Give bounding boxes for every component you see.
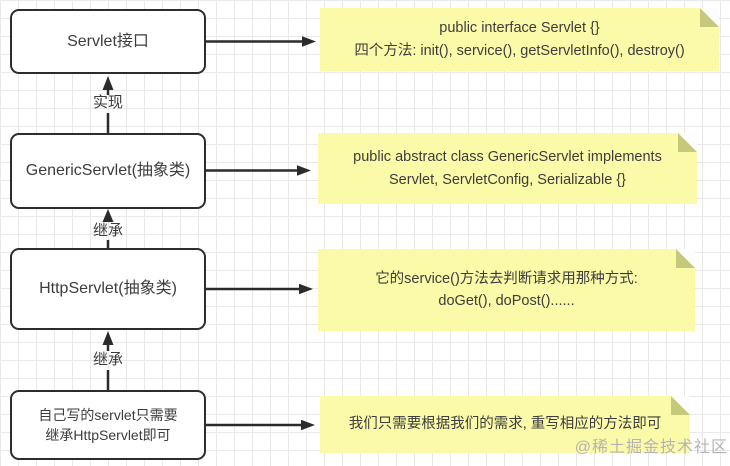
arrow-servlet-to-note — [206, 36, 316, 47]
sticky-note-text: 我们只需要根据我们的需求, 重写相应的方法即可 — [348, 416, 662, 433]
class-box-http-servlet: HttpServlet(抽象类) — [10, 248, 206, 330]
class-box-custom-servlet: 自己写的servlet只需要 继承HttpServlet即可 — [10, 390, 206, 460]
arrow-genericservlet-to-note — [206, 165, 311, 176]
watermark: @稀土掘金技术社区 — [574, 439, 728, 456]
class-box-generic-servlet: GenericServlet(抽象类) — [10, 133, 206, 209]
class-box-servlet-interface: Servlet接口 — [10, 9, 206, 74]
edge-label-implements: 实现 — [92, 94, 123, 111]
arrow-http-extends-generic — [102, 209, 114, 249]
sticky-note-http-servlet: 它的service()方法去判断请求用那种方式: doGet(), doPost… — [318, 249, 695, 331]
arrow-customservlet-to-note — [206, 419, 315, 431]
sticky-note-text: public interface Servlet {} 四个方法: init()… — [354, 20, 685, 59]
sticky-note-servlet-interface: public interface Servlet {} 四个方法: init()… — [320, 8, 719, 71]
arrow-custom-extends-http — [102, 331, 114, 391]
arrow-httpservlet-to-note — [206, 283, 313, 295]
sticky-note-text: 它的service()方法去判断请求用那种方式: doGet(), doPost… — [375, 270, 638, 309]
edge-label-extends-2: 继承 — [92, 351, 123, 368]
edge-label-extends-1: 继承 — [92, 222, 123, 239]
sticky-note-generic-servlet: public abstract class GenericServlet imp… — [318, 133, 697, 204]
sticky-note-text: public abstract class GenericServlet imp… — [353, 149, 662, 188]
arrow-generic-implements-servlet — [102, 76, 114, 134]
sticky-note-custom-servlet: 我们只需要根据我们的需求, 重写相应的方法即可 — [320, 396, 690, 453]
